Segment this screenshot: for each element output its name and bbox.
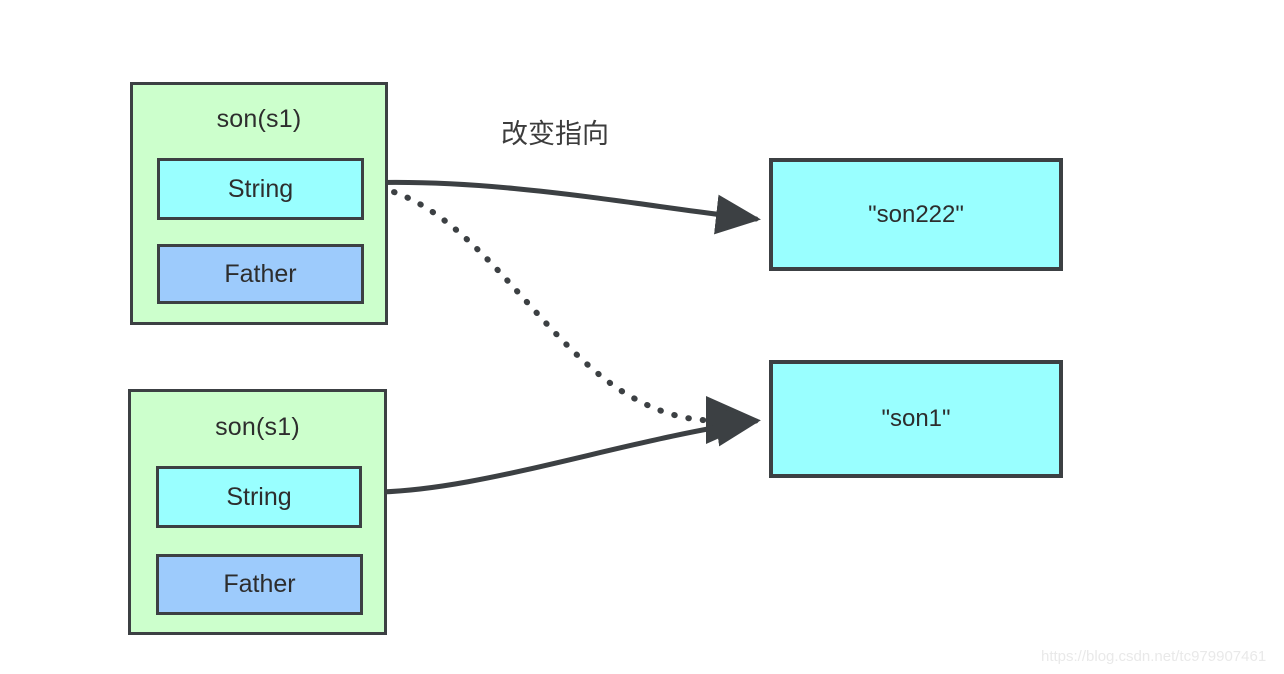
edge-bottom-string-to-son1 — [359, 406, 761, 495]
edge-top-string-to-son1 — [363, 182, 760, 445]
object-box-son-s1-top: son(s1) String Father — [130, 82, 388, 325]
field-father-top: Father — [157, 244, 364, 304]
watermark: https://blog.csdn.net/tc979907461 — [1041, 648, 1267, 665]
object-title: son(s1) — [215, 413, 300, 441]
object-box-son-s1-bottom: son(s1) String Father — [128, 389, 387, 635]
field-label: Father — [224, 259, 297, 288]
field-father-bottom: Father — [156, 554, 363, 615]
annotation-change-reference: 改变指向 — [501, 119, 609, 149]
field-string-top: String — [157, 158, 364, 220]
field-label: String — [226, 482, 292, 511]
value-label: "son222" — [868, 200, 964, 228]
value-box-son222: "son222" — [769, 158, 1063, 271]
edge-top-string-to-son222 — [360, 179, 761, 235]
field-label: Father — [223, 570, 296, 598]
value-label: "son1" — [881, 405, 951, 432]
field-label: String — [227, 174, 294, 203]
value-box-son1: "son1" — [769, 360, 1063, 478]
field-string-bottom: String — [156, 466, 362, 528]
object-title: son(s1) — [216, 105, 302, 133]
